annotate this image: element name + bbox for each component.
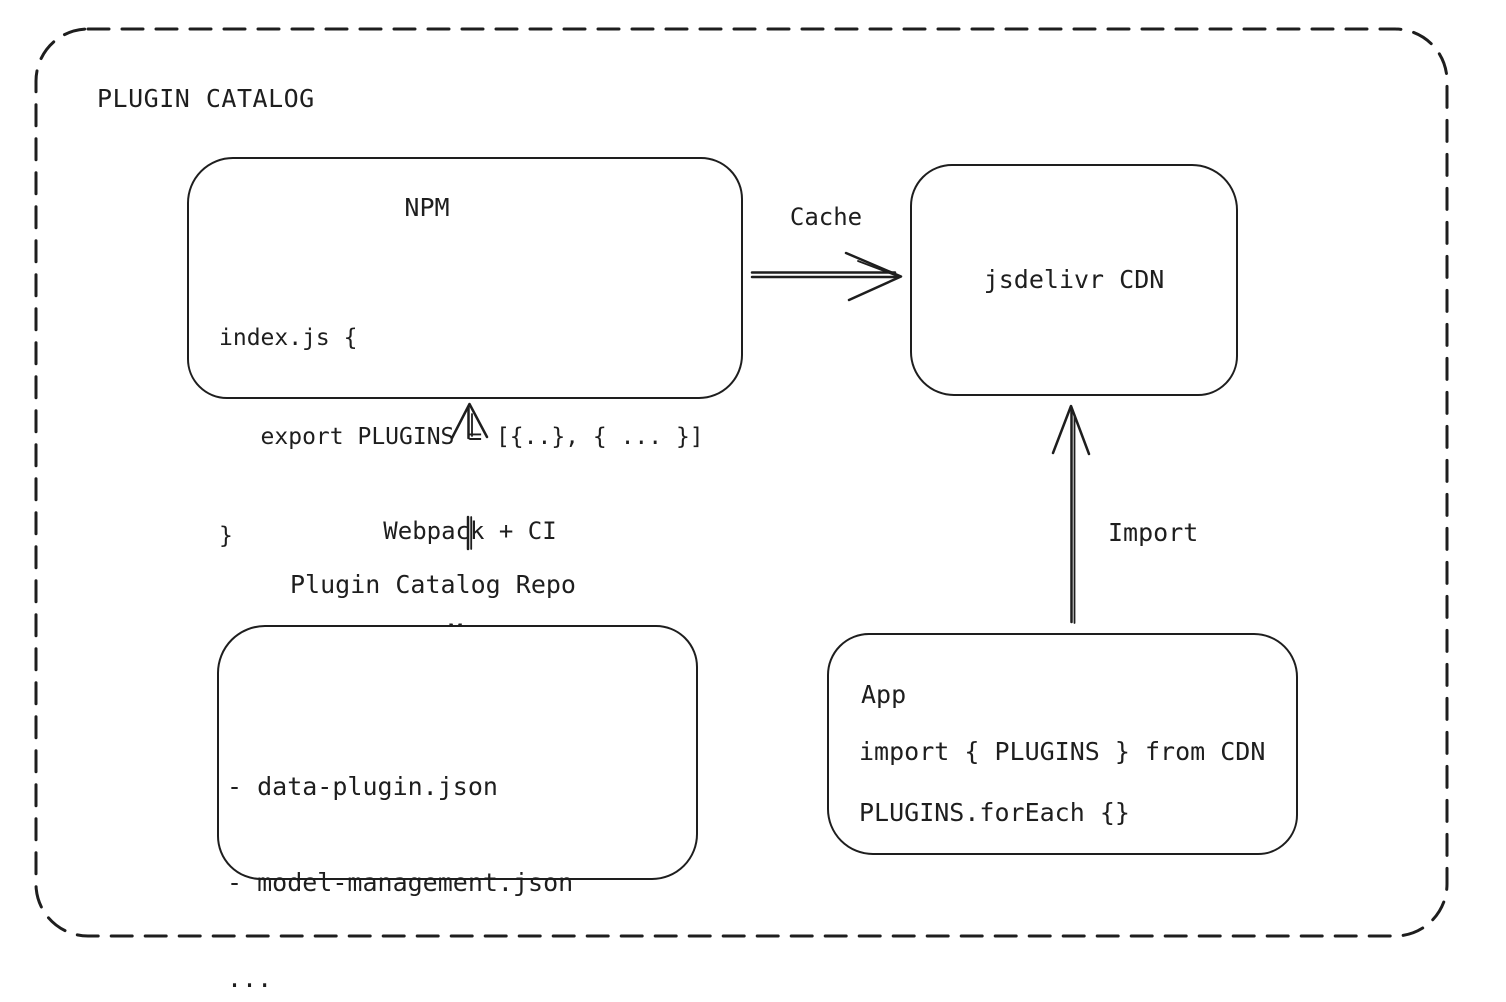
build-edge-label-line1: Webpack + CI [383, 517, 557, 545]
app-code-line: import { PLUGINS } from CDN [859, 737, 1266, 766]
cdn-node [910, 164, 1238, 396]
npm-node-title: NPM [404, 193, 450, 222]
repo-file-item: ... [227, 964, 273, 993]
repo-file-item: - model-management.json [227, 868, 574, 897]
cache-arrow [750, 251, 903, 302]
repo-node [217, 625, 698, 880]
app-node-title: App [861, 680, 907, 709]
repo-node-title: Plugin Catalog Repo [290, 570, 576, 599]
diagram-title: PLUGIN CATALOG [97, 84, 315, 113]
app-node [827, 633, 1298, 855]
import-arrow [1051, 404, 1091, 624]
cdn-node-label: jsdelivr CDN [983, 265, 1165, 294]
import-edge-label: Import [1108, 518, 1199, 547]
repo-file-list: - data-plugin.json - model-management.js… [227, 707, 573, 1002]
cache-edge-label: Cache [789, 203, 863, 231]
npm-code-line: export PLUGINS = [{..}, { ... }] [219, 424, 704, 450]
npm-code-line: } [219, 523, 233, 549]
app-code-line: PLUGINS.forEach {} [859, 798, 1130, 827]
npm-node-code: index.js { export PLUGINS = [{..}, { ...… [219, 256, 704, 619]
npm-code-line: index.js { [219, 325, 358, 351]
repo-file-item: - data-plugin.json [227, 772, 498, 801]
npm-node [187, 157, 743, 399]
